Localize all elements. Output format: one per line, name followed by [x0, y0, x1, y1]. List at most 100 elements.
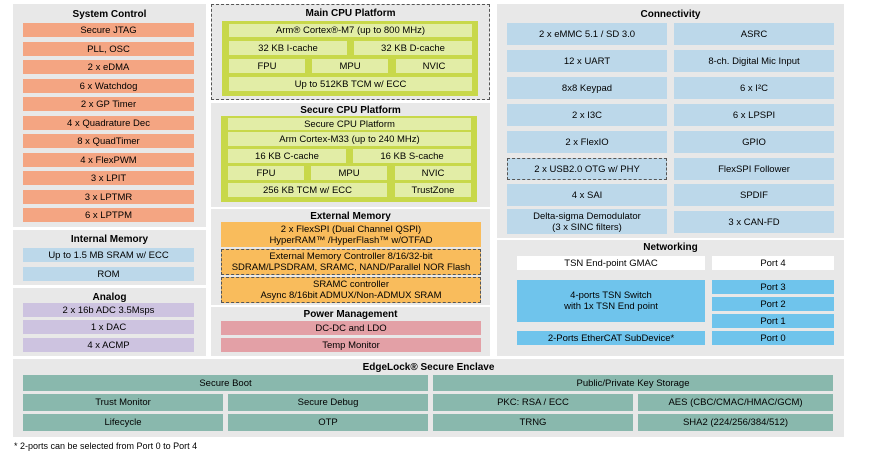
tsn-switch-block: 4-ports TSN Switch with 1x TSN End point	[517, 280, 705, 322]
internal-memory-title: Internal Memory	[70, 234, 149, 245]
usb-otg-block: 2 x USB2.0 OTG w/ PHY	[507, 158, 667, 180]
sha2-block: SHA2 (224/256/384/512)	[638, 414, 833, 431]
tsn-gmac-block: TSN End-point GMAC	[517, 256, 705, 270]
i3c-block: 2 x I3C	[507, 104, 667, 126]
dac-block: 1 x DAC	[23, 320, 194, 334]
flexio-block: 2 x FlexIO	[507, 131, 667, 153]
trust-monitor-block: Trust Monitor	[23, 394, 223, 411]
connectivity-title: Connectivity	[640, 9, 701, 20]
digital-mic-block: 8-ch. Digital Mic Input	[674, 50, 834, 72]
asrc-block: ASRC	[674, 23, 834, 45]
power-management-title: Power Management	[303, 309, 398, 320]
secure-tcm-block: 256 KB TCM w/ ECC	[228, 183, 387, 197]
main-nvic-block: NVIC	[396, 59, 472, 73]
keypad-block: 8x8 Keypad	[507, 77, 667, 99]
lptmr-block: 3 x LPTMR	[23, 190, 194, 204]
footnote: * 2-ports can be selected from Port 0 to…	[14, 441, 198, 451]
watchdog-block: 6 x Watchdog	[23, 79, 194, 93]
spdif-block: SPDIF	[674, 184, 834, 206]
otp-block: OTP	[228, 414, 428, 431]
main-fpu-block: FPU	[229, 59, 305, 73]
flexspi-line2: HyperRAM™ /HyperFlash™ w/OTFAD	[269, 234, 433, 246]
scache-block: 16 KB S-cache	[353, 149, 471, 163]
sram-block: Up to 1.5 MB SRAM w/ ECC	[23, 248, 194, 262]
secure-jtag-block: Secure JTAG	[23, 23, 194, 37]
ccache-block: 16 KB C-cache	[228, 149, 346, 163]
secure-boot-block: Secure Boot	[23, 375, 428, 391]
sramc-line1: SRAMC controller	[312, 279, 390, 290]
delta-sigma-line2: (3 x SINC filters)	[552, 221, 622, 233]
secure-mpu-block: MPU	[311, 166, 387, 180]
internal-memory-panel: Internal Memory Up to 1.5 MB SRAM w/ ECC…	[13, 230, 206, 285]
analog-panel: Analog 2 x 16b ADC 3.5Msps 1 x DAC 4 x A…	[13, 288, 206, 356]
edgelock-panel: EdgeLock® Secure Enclave Secure Boot Pub…	[13, 359, 844, 437]
lpit-block: 3 x LPIT	[23, 171, 194, 185]
networking-panel: Networking TSN End-point GMAC Port 4 4-p…	[497, 240, 844, 356]
pkc-block: PKC: RSA / ECC	[433, 394, 633, 411]
trng-block: TRNG	[433, 414, 633, 431]
port2-block: Port 2	[712, 297, 834, 311]
flexspi-line1: 2 x FlexSPI (Dual Channel QSPI)	[280, 223, 422, 235]
lpspi-block: 6 x LPSPI	[674, 104, 834, 126]
secure-cpu-panel: Secure CPU Platform Secure CPU Platform …	[211, 103, 490, 207]
pll-osc-block: PLL, OSC	[23, 42, 194, 56]
flexspi-block: 2 x FlexSPI (Dual Channel QSPI) HyperRAM…	[221, 222, 481, 247]
main-mpu-block: MPU	[312, 59, 388, 73]
emmc-block: 2 x eMMC 5.1 / SD 3.0	[507, 23, 667, 45]
analog-title: Analog	[92, 292, 127, 303]
port0-block: Port 0	[712, 331, 834, 345]
secure-nvic-block: NVIC	[395, 166, 471, 180]
gp-timer-block: 2 x GP Timer	[23, 97, 194, 111]
main-tcm-block: Up to 512KB TCM w/ ECC	[229, 77, 472, 91]
port1-block: Port 1	[712, 314, 834, 328]
gpio-block: GPIO	[674, 131, 834, 153]
emc-block: External Memory Controller 8/16/32-bit S…	[221, 249, 481, 275]
emc-line1: External Memory Controller 8/16/32-bit	[269, 251, 433, 262]
adc-block: 2 x 16b ADC 3.5Msps	[23, 303, 194, 317]
acmp-block: 4 x ACMP	[23, 338, 194, 352]
quadrature-dec-block: 4 x Quadrature Dec	[23, 116, 194, 130]
tsn-switch-line2: with 1x TSN End point	[564, 301, 658, 312]
quadtimer-block: 8 x QuadTimer	[23, 134, 194, 148]
sai-block: 4 x SAI	[507, 184, 667, 206]
flexspi-follower-block: FlexSPI Follower	[674, 158, 834, 180]
lptpm-block: 6 x LPTPM	[23, 208, 194, 222]
delta-sigma-block: Delta-sigma Demodulator (3 x SINC filter…	[507, 209, 667, 234]
cortex-m33-block: Arm Cortex-M33 (up to 240 MHz)	[228, 132, 471, 146]
uart-block: 12 x UART	[507, 50, 667, 72]
secure-debug-block: Secure Debug	[228, 394, 428, 411]
system-control-title: System Control	[72, 9, 147, 20]
cortex-m7-block: Arm® Cortex®-M7 (up to 800 MHz)	[229, 24, 472, 37]
port3-block: Port 3	[712, 280, 834, 294]
i2c-block: 6 x I²C	[674, 77, 834, 99]
can-fd-block: 3 x CAN-FD	[674, 211, 834, 233]
main-cpu-title: Main CPU Platform	[305, 8, 396, 19]
rom-block: ROM	[23, 267, 194, 281]
key-storage-block: Public/Private Key Storage	[433, 375, 833, 391]
external-memory-panel: External Memory 2 x FlexSPI (Dual Channe…	[211, 209, 490, 305]
networking-title: Networking	[643, 242, 698, 253]
flexpwm-block: 4 x FlexPWM	[23, 153, 194, 167]
lifecycle-block: Lifecycle	[23, 414, 223, 431]
edma-block: 2 x eDMA	[23, 60, 194, 74]
power-management-panel: Power Management DC-DC and LDO Temp Moni…	[211, 307, 490, 356]
edgelock-title: EdgeLock® Secure Enclave	[362, 362, 495, 373]
secure-cpu-header-block: Secure CPU Platform	[228, 118, 471, 130]
main-cpu-panel: Main CPU Platform Arm® Cortex®-M7 (up to…	[211, 4, 490, 100]
tsn-switch-line1: 4-ports TSN Switch	[570, 290, 652, 301]
secure-cpu-title: Secure CPU Platform	[300, 105, 401, 116]
trustzone-block: TrustZone	[395, 183, 471, 197]
emc-line2: SDRAM/LPSDRAM, SRAMC, NAND/Parallel NOR …	[231, 262, 471, 273]
secure-fpu-block: FPU	[228, 166, 304, 180]
aes-block: AES (CBC/CMAC/HMAC/GCM)	[638, 394, 833, 411]
connectivity-panel: Connectivity 2 x eMMC 5.1 / SD 3.0 12 x …	[497, 4, 844, 238]
sramc-line2: Async 8/16bit ADMUX/Non-ADMUX SRAM	[260, 290, 442, 301]
dcdc-ldo-block: DC-DC and LDO	[221, 321, 481, 335]
delta-sigma-line1: Delta-sigma Demodulator	[533, 210, 641, 222]
temp-monitor-block: Temp Monitor	[221, 338, 481, 352]
ethercat-block: 2-Ports EtherCAT SubDevice*	[517, 331, 705, 345]
icache-block: 32 KB I-cache	[229, 41, 347, 55]
dcache-block: 32 KB D-cache	[354, 41, 472, 55]
port4-block: Port 4	[712, 256, 834, 270]
system-control-panel: System Control Secure JTAG PLL, OSC 2 x …	[13, 4, 206, 227]
